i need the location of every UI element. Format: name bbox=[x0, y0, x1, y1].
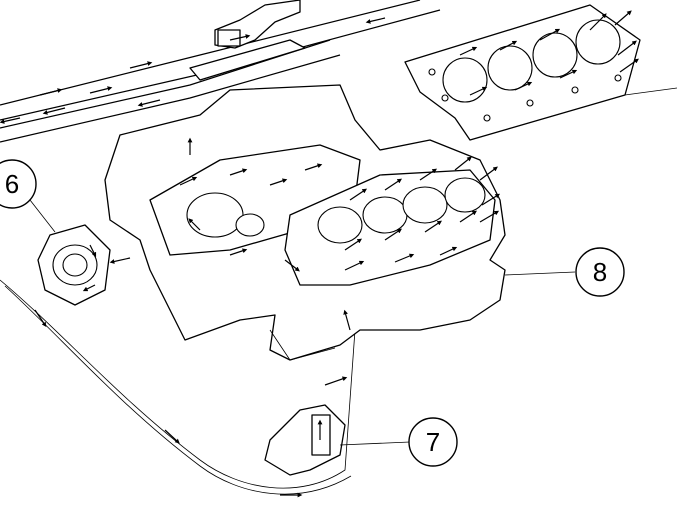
callout-6-label: 6 bbox=[5, 169, 19, 199]
lower-coolant-line bbox=[0, 279, 356, 489]
callout-6: 6 bbox=[0, 159, 37, 209]
callout-7: 7 bbox=[408, 417, 458, 467]
upper-hose-lines bbox=[0, 0, 441, 143]
coolant-flow-arrows bbox=[0, 10, 639, 498]
engine-block bbox=[104, 84, 576, 361]
callout-8-label: 8 bbox=[593, 257, 607, 287]
coolant-bypass-housing bbox=[264, 404, 411, 476]
cylinder-head-gasket bbox=[404, 4, 677, 141]
callout-7-label: 7 bbox=[426, 427, 440, 457]
water-pump bbox=[29, 199, 111, 306]
coolant-outlet-pipe bbox=[189, 0, 306, 81]
callout-8: 8 bbox=[575, 247, 625, 297]
